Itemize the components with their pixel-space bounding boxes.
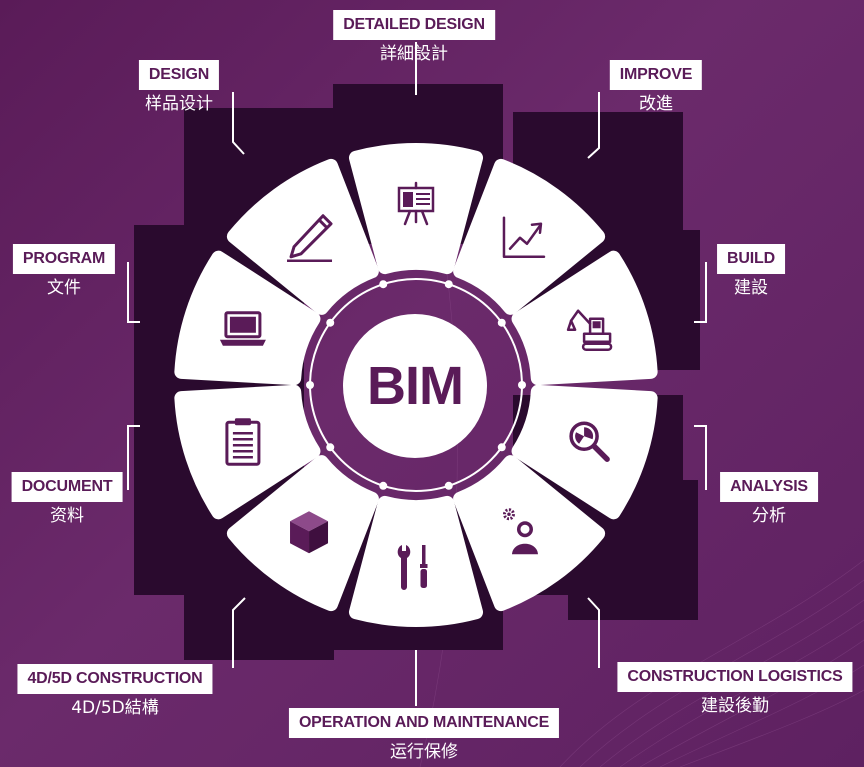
ring-dot bbox=[326, 443, 335, 452]
ring-dot bbox=[497, 318, 506, 327]
label-analysis: ANALYSIS 分析 bbox=[720, 472, 818, 527]
label-build: BUILD 建設 bbox=[717, 244, 785, 299]
label-operation-and-maintenance: OPERATION AND MAINTENANCE 运行保修 bbox=[288, 708, 560, 763]
ring-dot bbox=[444, 280, 453, 289]
ring-dot bbox=[306, 381, 314, 389]
label-en: 4D/5D CONSTRUCTION bbox=[17, 664, 213, 694]
label-en: PROGRAM bbox=[12, 244, 116, 274]
label-en: CONSTRUCTION LOGISTICS bbox=[617, 662, 853, 692]
segment-detailed-design bbox=[348, 143, 484, 275]
leader-line bbox=[587, 597, 600, 668]
ring-dot bbox=[518, 381, 526, 389]
leader-line bbox=[694, 425, 707, 490]
segment-improve bbox=[453, 158, 606, 315]
label-en: BUILD bbox=[717, 244, 785, 274]
label-document: DOCUMENT 资料 bbox=[11, 472, 123, 527]
leader-line bbox=[232, 597, 246, 668]
leader-line bbox=[127, 262, 140, 323]
laptop-icon bbox=[218, 311, 268, 348]
ring-dot bbox=[444, 481, 453, 490]
ring-dot bbox=[379, 280, 388, 289]
segment-analysis bbox=[511, 384, 658, 520]
bim-center-label: BIM bbox=[367, 356, 464, 416]
label-zh: 改進 bbox=[638, 94, 673, 114]
label-4d-5d-construction: 4D/5D CONSTRUCTION 4D/5D結構 bbox=[17, 664, 213, 719]
label-en: ANALYSIS bbox=[720, 472, 818, 502]
ring-dot bbox=[379, 481, 388, 490]
leader-line bbox=[232, 92, 245, 155]
label-zh: 建設後勤 bbox=[701, 696, 769, 716]
ring-dot bbox=[326, 318, 335, 327]
label-zh: 分析 bbox=[752, 506, 786, 526]
label-construction-logistics: CONSTRUCTION LOGISTICS 建設後勤 bbox=[617, 662, 853, 717]
segment-operation-and-maintenance bbox=[348, 495, 484, 627]
label-zh: 运行保修 bbox=[390, 742, 458, 762]
bim-center-circle: BIM bbox=[343, 314, 487, 458]
label-improve: IMPROVE 改進 bbox=[609, 60, 703, 115]
label-zh: 资料 bbox=[50, 506, 84, 526]
label-design: DESIGN 样品设计 bbox=[138, 60, 220, 115]
label-en: DOCUMENT bbox=[11, 472, 123, 502]
label-en: DETAILED DESIGN bbox=[333, 10, 495, 40]
label-en: OPERATION AND MAINTENANCE bbox=[288, 708, 560, 738]
ring-dot bbox=[497, 443, 506, 452]
label-zh: 4D/5D結構 bbox=[71, 698, 159, 718]
leader-line bbox=[127, 425, 140, 490]
label-zh: 样品设计 bbox=[145, 94, 213, 114]
leader-line bbox=[587, 92, 600, 159]
label-zh: 詳細設計 bbox=[379, 44, 448, 64]
label-detailed-design: DETAILED DESIGN 詳細設計 bbox=[333, 10, 495, 65]
label-program: PROGRAM 文件 bbox=[12, 244, 116, 299]
label-en: DESIGN bbox=[138, 60, 220, 90]
label-zh: 建設 bbox=[733, 278, 768, 298]
label-zh: 文件 bbox=[47, 278, 81, 298]
leader-line bbox=[694, 262, 707, 323]
label-en: IMPROVE bbox=[609, 60, 703, 90]
